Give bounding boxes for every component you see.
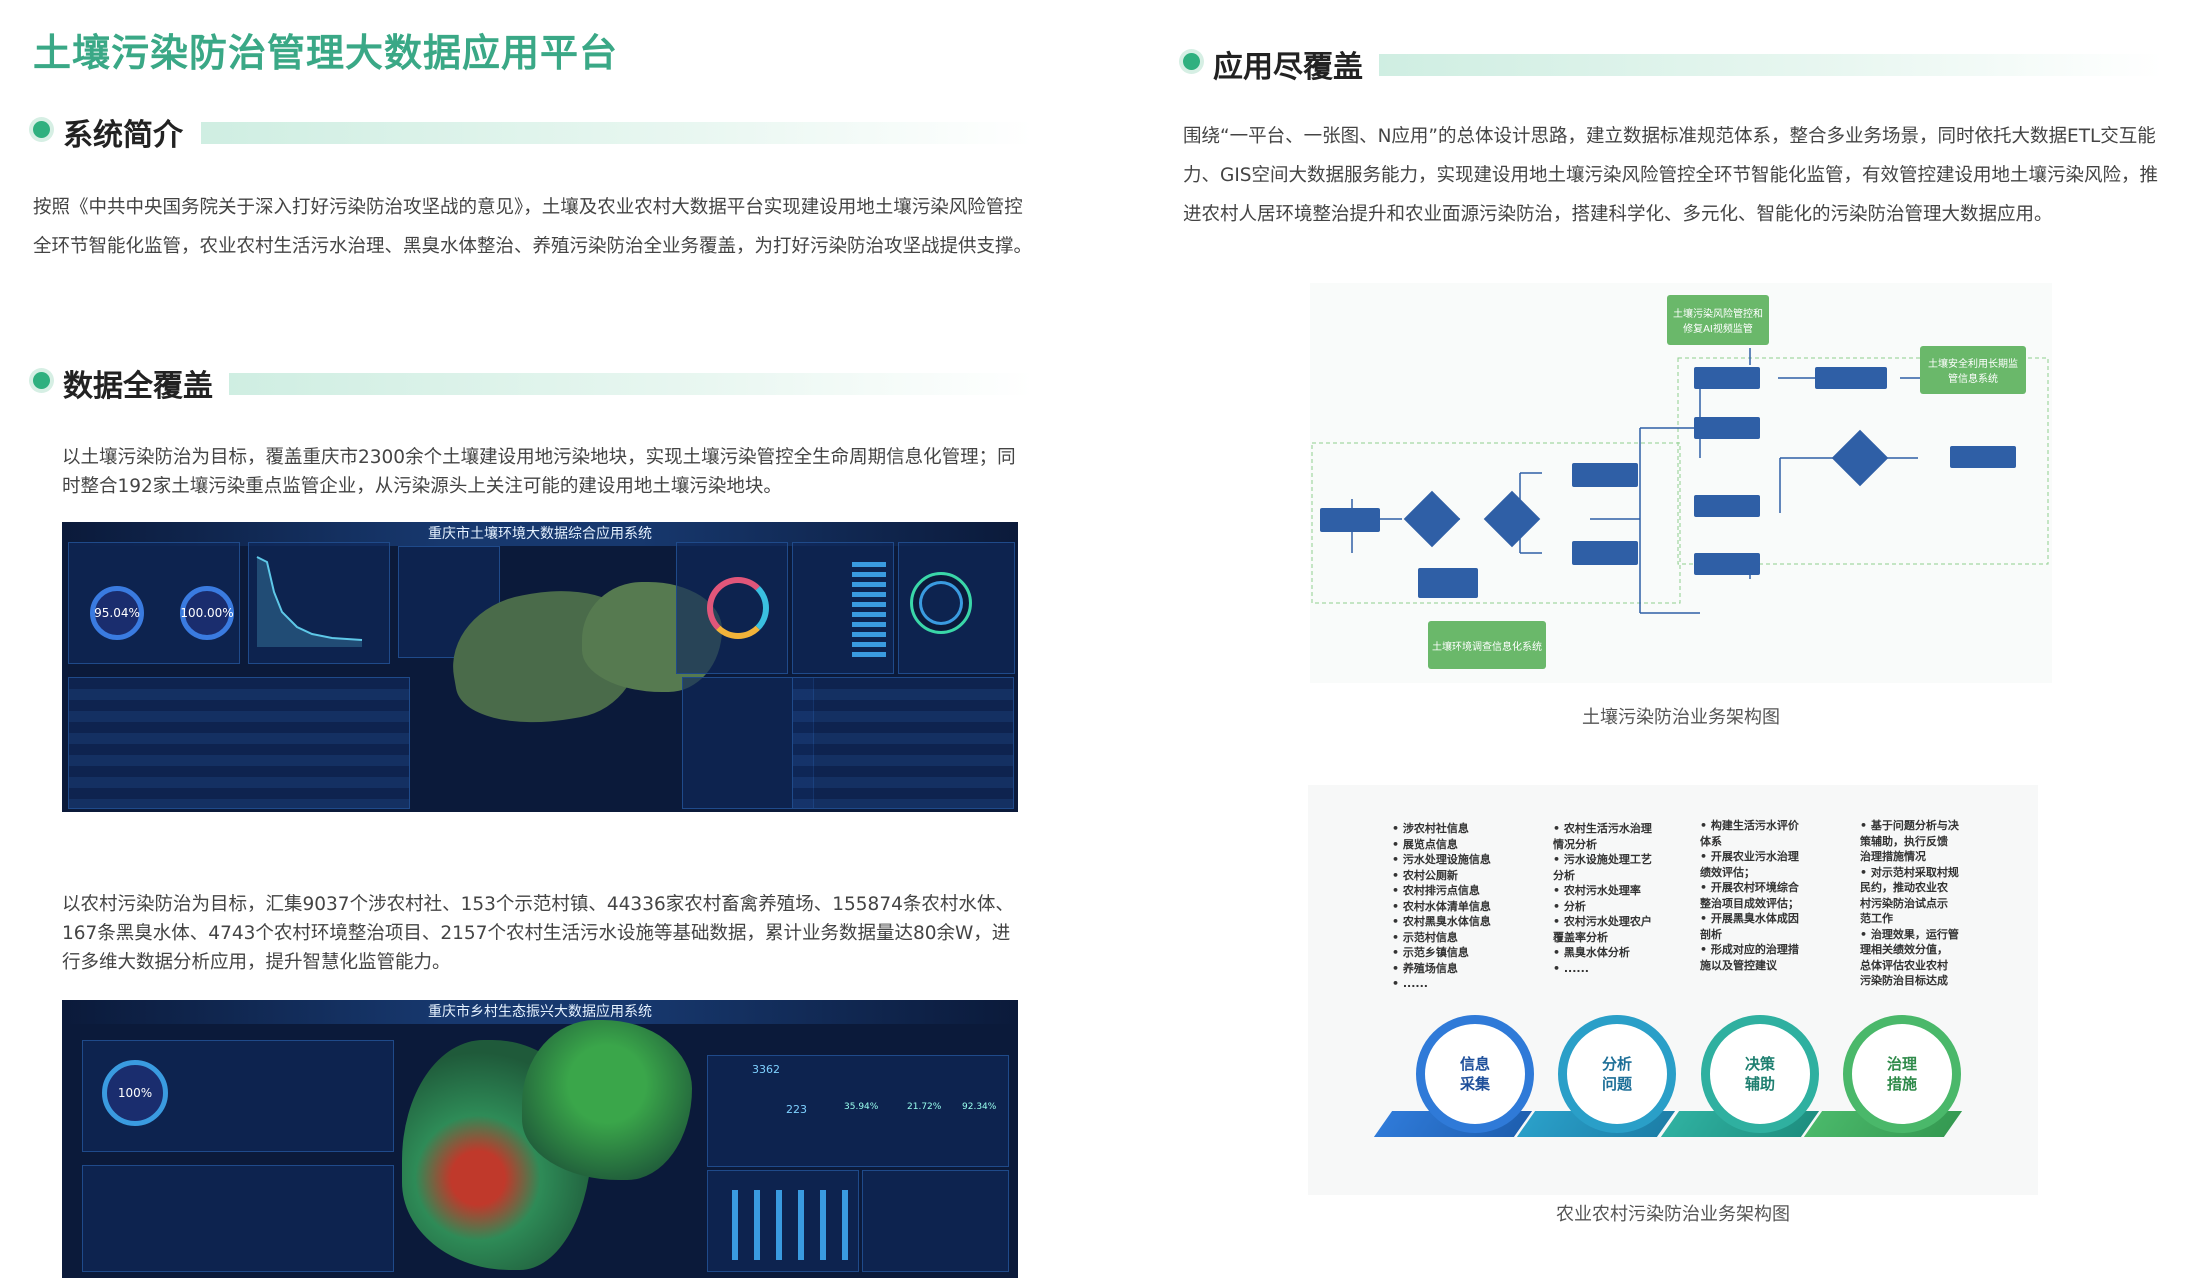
section-heading: 系统简介 — [63, 118, 183, 153]
stat-value: 3362 — [752, 1063, 780, 1076]
treatment-measures-list: • 基于问题分析与决 策辅助，执行反馈 治理措施情况 • 对示范村采取村规 民约… — [1860, 819, 1959, 987]
rural-dashboard-screenshot: 重庆市乡村生态振兴大数据应用系统 100% 3362 223 35.94% 21… — [62, 1000, 1018, 1278]
flow-box — [1950, 446, 2016, 468]
stat-value: 223 — [786, 1103, 807, 1116]
page-title: 土壤污染防治管理大数据应用平台 — [33, 31, 619, 75]
green-system-box: 土壤安全利用长期监管信息系统 — [1920, 346, 2026, 394]
gauge-value: 92.34% — [962, 1102, 997, 1112]
bullet-dot-icon — [1183, 53, 1200, 70]
decay-curve-chart — [256, 556, 363, 647]
radial-chart — [910, 572, 972, 634]
data-paragraph-1: 以土壤污染防治为目标，覆盖重庆市2300余个土壤建设用地污染地块，实现土壤污染管… — [62, 447, 1016, 497]
heading-decoration-bar — [1379, 54, 2163, 76]
dashboard-panel — [82, 1165, 394, 1272]
green-system-box-label: 土壤环境调查信息化系统 — [1432, 641, 1542, 653]
soil-dashboard-screenshot: 重庆市土壤环境大数据综合应用系统 95.04% 100.00% — [62, 522, 1018, 812]
green-system-box: 土壤环境调查信息化系统 — [1428, 621, 1546, 669]
flow-box — [1815, 367, 1887, 389]
flow-box — [1418, 568, 1478, 598]
rural-map-shape — [522, 1020, 692, 1180]
app-paragraph: 围绕“一平台、一张图、N应用”的总体设计思路，建立数据标准规范体系，整合多业务场… — [1183, 126, 2159, 225]
horizontal-bars — [852, 562, 886, 662]
data-paragraph-2: 以农村污染防治为目标，汇集9037个涉农村社、153个示范村镇、44336家农村… — [62, 894, 1014, 973]
section-heading: 数据全覆盖 — [63, 369, 213, 404]
progress-ring: 100.00% — [180, 586, 234, 640]
flow-box — [1694, 367, 1760, 389]
stage-pin-info: 信息 采集 — [1416, 1015, 1534, 1133]
stage-pin-treatment: 治理 措施 — [1843, 1015, 1961, 1133]
intro-paragraph: 按照《中共中央国务院关于深入打好污染防治攻坚战的意见》，土壤及农业农村大数据平台… — [33, 197, 1033, 257]
flow-box — [1694, 495, 1760, 517]
dashboard-table — [792, 677, 1014, 809]
green-system-box: 土壤污染风险管控和修复AI视频监管 — [1667, 295, 1769, 345]
problem-analysis-list: • 农村生活污水治理 情况分析 • 污水设施处理工艺 分析 • 农村污水处理率 … — [1553, 822, 1652, 975]
dashboard-panel — [862, 1170, 1009, 1272]
gauge-value: 21.72% — [907, 1102, 942, 1112]
flow-caption: 土壤污染防治业务架构图 — [1582, 707, 1780, 728]
flow-box — [1572, 463, 1638, 487]
flow-box — [1694, 417, 1760, 439]
dashboard-title: 重庆市乡村生态振兴大数据应用系统 — [62, 1000, 1018, 1024]
flow-box — [1694, 553, 1760, 575]
decision-support-list: • 构建生活污水评价 体系 • 开展农业污水治理 绩效评估； • 开展农村环境综… — [1700, 819, 1799, 972]
dashboard-panel — [676, 542, 788, 674]
agri-architecture-diagram: • 涉农村社信息 • 展览点信息 • 污水处理设施信息 • 农村公厕新 • 农村… — [1308, 785, 2038, 1195]
section-header-data: 数据全覆盖 — [33, 361, 1033, 404]
heading-decoration-bar — [229, 373, 1033, 395]
section-header-app: 应用尽覆盖 — [1183, 42, 2163, 85]
soil-flow-diagram: 土壤污染风险管控和修复AI视频监管 土壤安全利用长期监管信息系统 土壤环境调查信… — [1310, 283, 2052, 683]
gauge-value: 35.94% — [844, 1102, 879, 1112]
info-collection-list: • 涉农村社信息 • 展览点信息 • 污水处理设施信息 • 农村公厕新 • 农村… — [1392, 822, 1491, 990]
section-header-intro: 系统简介 — [33, 110, 1033, 153]
bullet-dot-icon — [33, 372, 50, 389]
flow-box — [1572, 541, 1638, 565]
stage-pin-decision: 决策 辅助 — [1701, 1015, 1819, 1133]
donut-chart — [707, 577, 769, 639]
dashboard-panel — [707, 1055, 1009, 1167]
agri-caption: 农业农村污染防治业务架构图 — [1556, 1204, 1790, 1225]
dashboard-panel — [248, 542, 390, 664]
flow-box — [1320, 508, 1380, 532]
dashboard-table — [68, 677, 410, 809]
stage-pin-analysis: 分析 问题 — [1558, 1015, 1676, 1133]
progress-ring: 100% — [102, 1060, 168, 1126]
section-heading: 应用尽覆盖 — [1213, 50, 1363, 85]
bullet-dot-icon — [33, 121, 50, 138]
vertical-bars — [732, 1190, 852, 1260]
progress-ring: 95.04% — [90, 586, 144, 640]
heading-decoration-bar — [201, 122, 1033, 144]
